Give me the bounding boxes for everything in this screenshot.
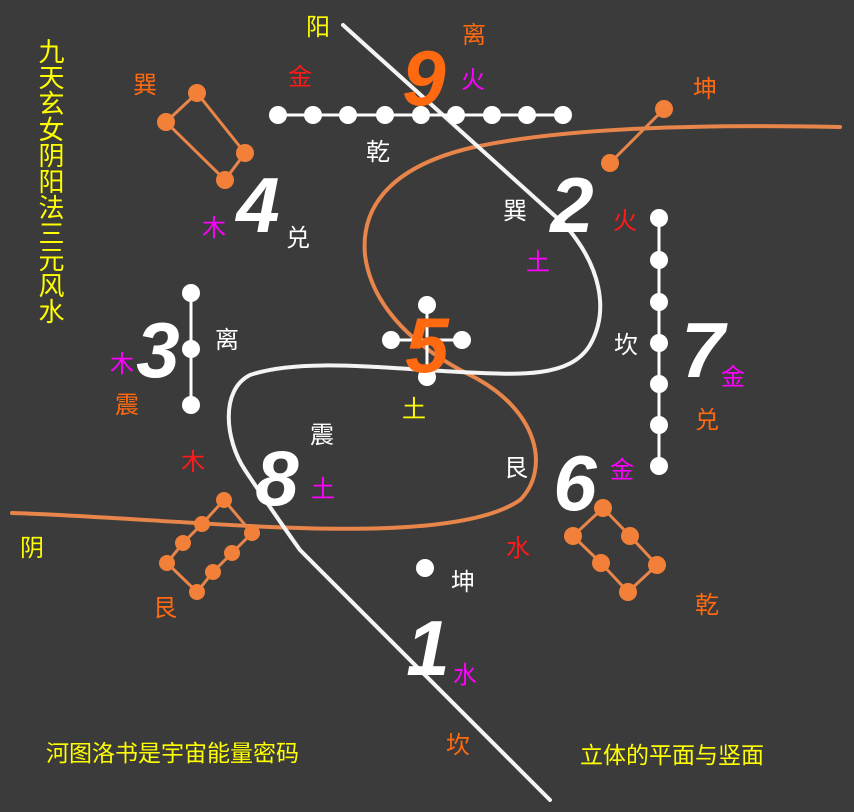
dots-4 (157, 84, 254, 189)
number-2: 2 (548, 161, 593, 249)
label-tu-5: 土 (402, 395, 426, 423)
label-jin-6: 金 (610, 456, 634, 484)
label-kun-1: 坤 (451, 568, 475, 596)
label-mu-8: 木 (181, 448, 205, 476)
label-gen-bl: 艮 (153, 594, 177, 622)
dots-7 (650, 209, 668, 475)
label-jin-top: 金 (288, 63, 312, 91)
number-6: 6 (553, 439, 597, 527)
white-s-curve (226, 23, 603, 802)
number-1: 1 (406, 604, 449, 692)
label-huo-r: 火 (613, 207, 637, 235)
label-mu-4: 木 (202, 214, 226, 242)
dots-2 (601, 100, 673, 172)
label-xun-tl: 巽 (133, 71, 157, 99)
dots-8 (159, 492, 260, 600)
dots-5 (382, 296, 471, 386)
number-8: 8 (255, 434, 299, 522)
label-xun-mid: 巽 (503, 197, 527, 225)
label-kan-7: 坎 (614, 331, 638, 359)
label-yang: 阳 (306, 13, 330, 41)
label-mu-3: 木 (110, 350, 134, 378)
label-li-3: 离 (215, 326, 239, 354)
label-tu-8: 土 (311, 475, 335, 503)
label-qian-br: 乾 (695, 591, 719, 619)
number-3: 3 (136, 306, 179, 394)
number-7: 7 (681, 306, 728, 394)
number-9: 9 (402, 34, 446, 122)
label-gen-6: 艮 (504, 454, 528, 482)
number-5: 5 (405, 301, 450, 389)
dot-1 (416, 559, 434, 577)
dots-6 (564, 499, 666, 601)
label-qian-mid: 乾 (366, 138, 390, 166)
label-kun-tr: 坤 (693, 75, 717, 103)
label-zhen-l: 震 (115, 391, 139, 419)
label-zhen-8: 震 (310, 421, 334, 449)
label-huo-top: 火 (461, 66, 485, 94)
caption-right: 立体的平面与竖面 (580, 743, 764, 769)
label-li-top: 离 (462, 21, 486, 49)
dots-3 (182, 284, 200, 414)
label-shui-6: 水 (506, 534, 530, 562)
dots-9 (269, 106, 572, 124)
vertical-title: 九天玄女阴阳法三元风水 (34, 38, 64, 324)
label-yin: 阴 (20, 534, 44, 562)
label-jin-7: 金 (721, 363, 745, 391)
caption-left: 河图洛书是宇宙能量密码 (46, 741, 299, 767)
label-dui-4: 兑 (286, 224, 310, 252)
label-shui-1: 水 (453, 661, 477, 689)
label-tu-2: 土 (526, 248, 550, 276)
label-kan-b: 坎 (446, 731, 470, 759)
label-dui-r: 兑 (695, 406, 719, 434)
number-4: 4 (234, 161, 279, 249)
